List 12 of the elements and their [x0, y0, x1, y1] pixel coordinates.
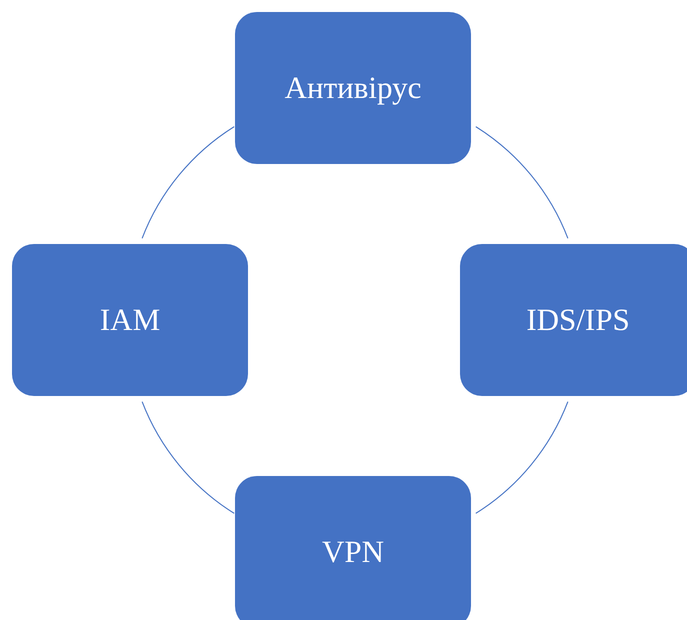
box-label: IDS/IPS — [526, 302, 630, 338]
process-box — [12, 244, 248, 396]
process-box — [235, 12, 471, 164]
process-box — [235, 476, 471, 620]
box-label: IAM — [100, 302, 160, 338]
connector-arc — [475, 126, 568, 239]
connector-arc — [142, 126, 235, 239]
box-label: Антивірус — [284, 70, 422, 106]
box-label: VPN — [322, 534, 384, 570]
connector-arc — [142, 401, 235, 514]
connector-arc — [475, 401, 568, 514]
process-box — [460, 244, 687, 396]
